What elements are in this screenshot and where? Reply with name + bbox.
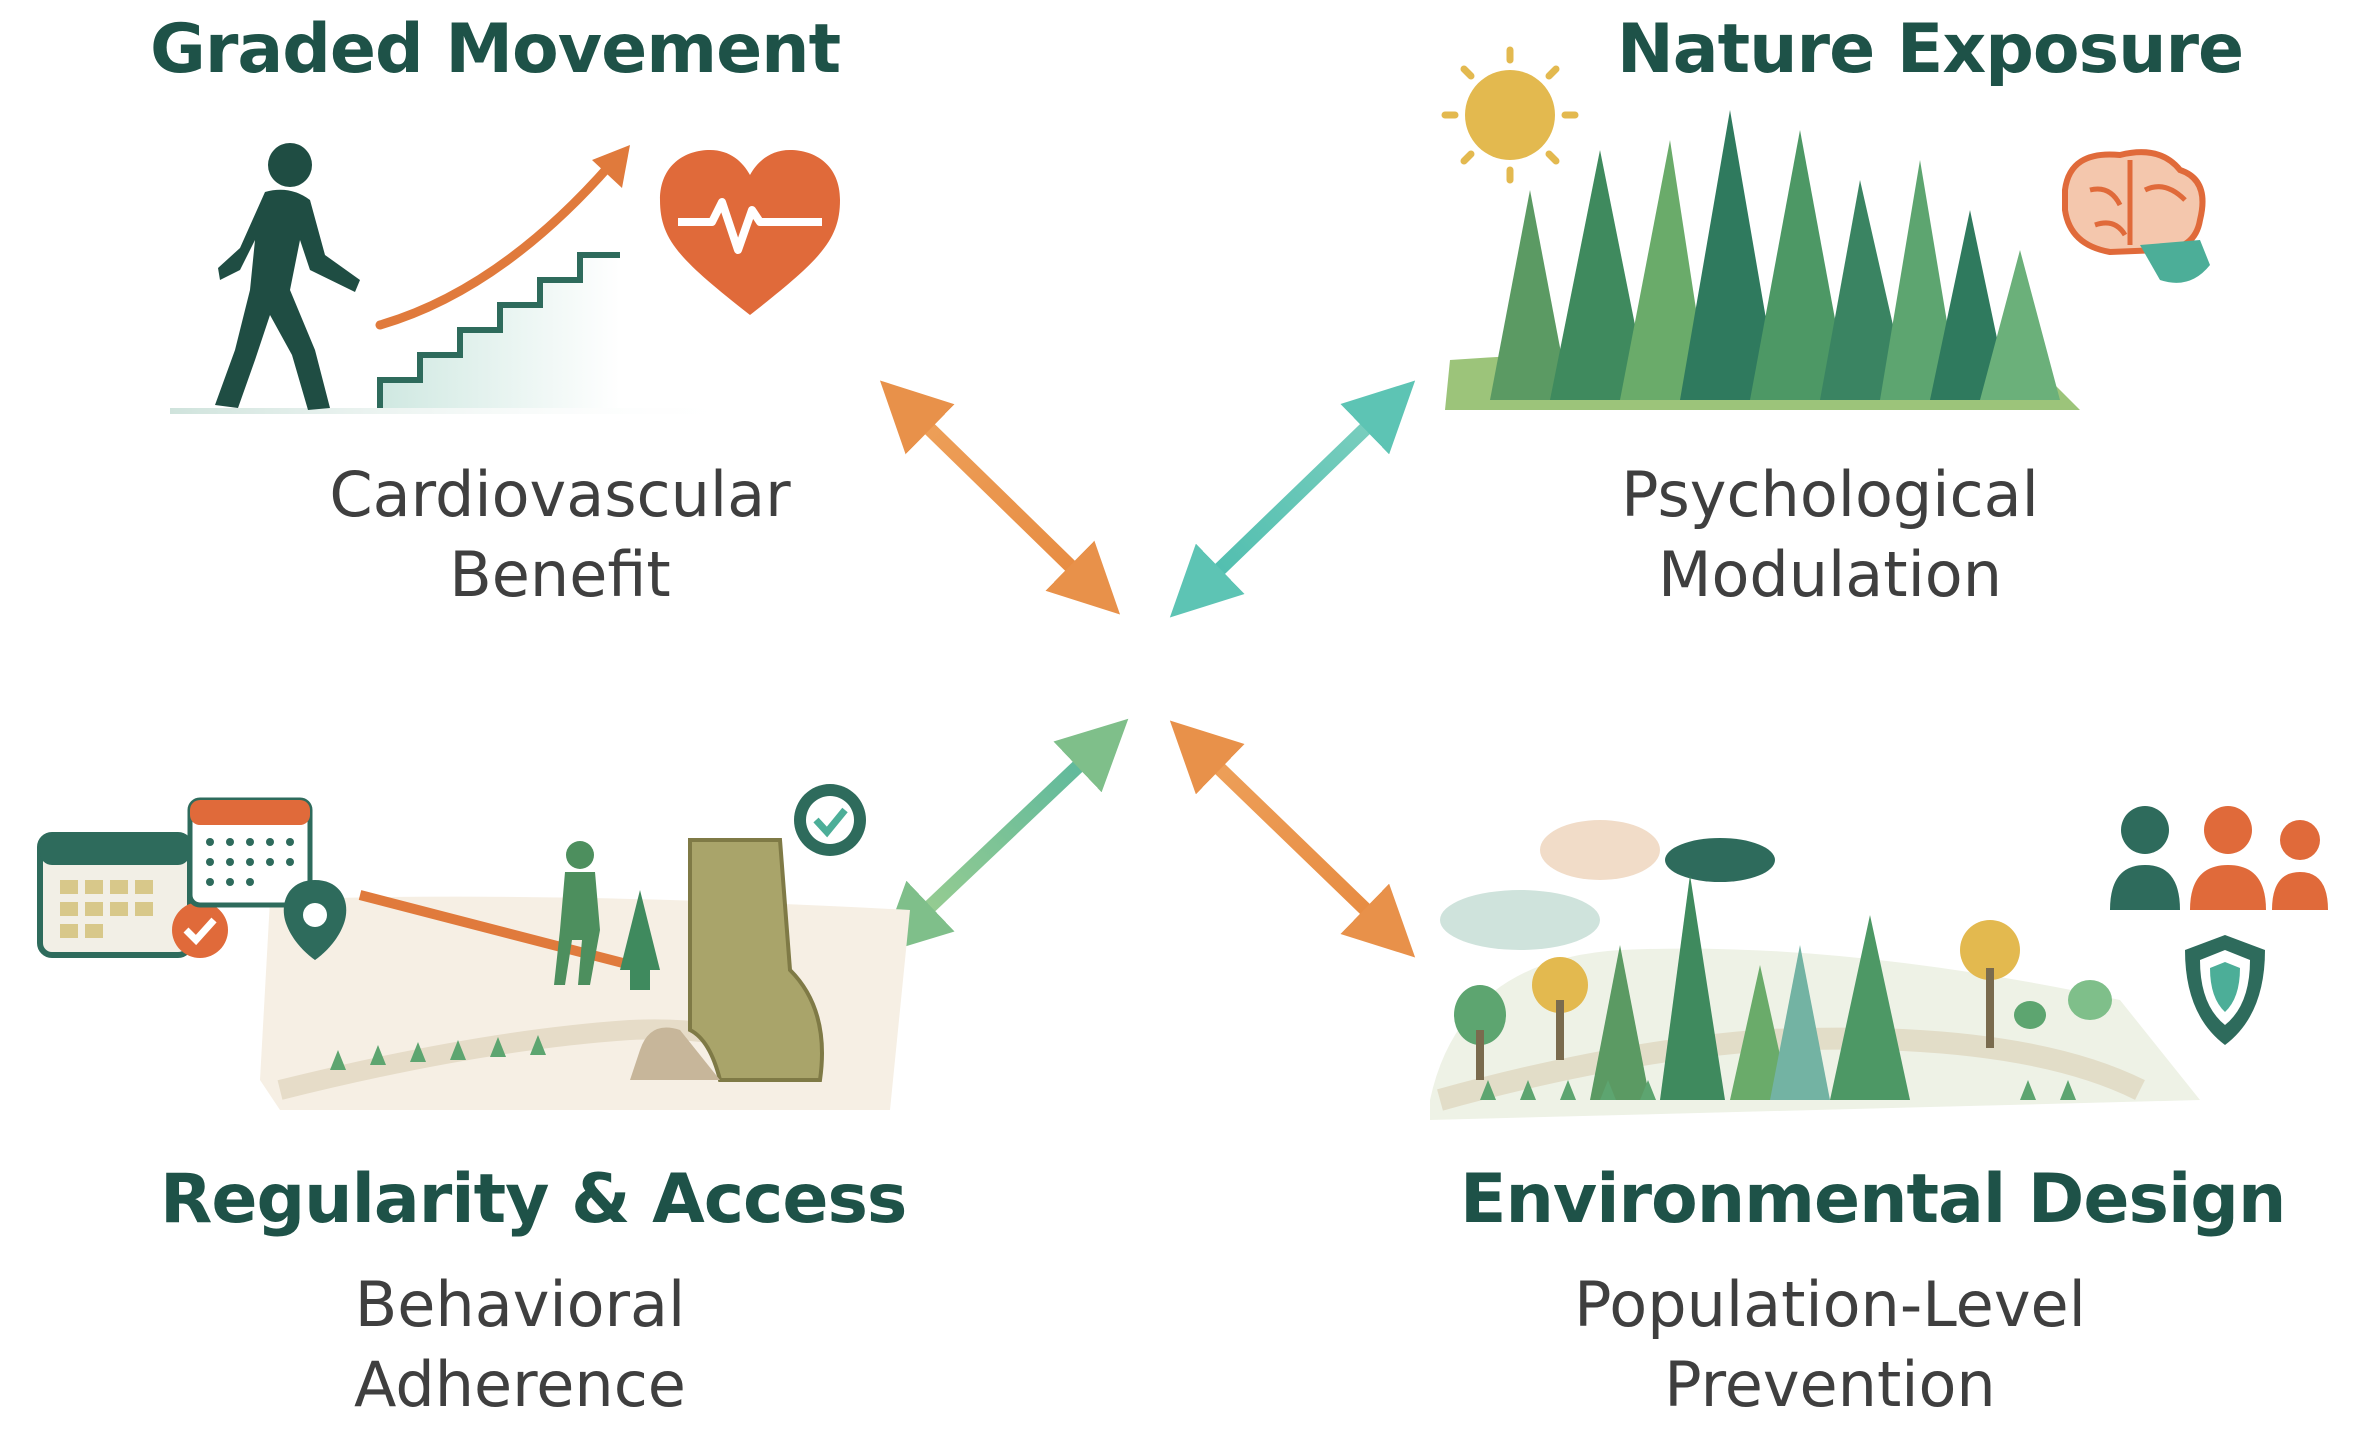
arrow-environmental-design [1169,720,1416,958]
park-landscape-icon [1454,875,2112,1100]
node-outcome-regularity-access: Behavioral Adherence [220,1265,820,1425]
outcome-line-1: Population-Level [1574,1268,2086,1341]
node-outcome-environmental-design: Population-Level Prevention [1520,1265,2140,1425]
node-outcome-graded-movement: Cardiovascular Benefit [260,455,860,615]
arrow-graded-movement [879,380,1121,615]
graded-movement-illustration [170,143,840,414]
forest-icon [1490,110,2060,400]
node-title-graded-movement: Graded Movement [150,10,841,89]
sun-icon [1441,46,1579,184]
location-pin-icon [283,880,347,960]
outcome-line-1: Psychological [1621,458,2039,531]
nature-exposure-illustration [1441,46,2210,410]
arrow-regularity-access [879,718,1129,955]
outcome-line-1: Behavioral [354,1268,686,1341]
upward-arrow-icon [375,145,630,330]
outcome-line-2: Adherence [354,1348,686,1421]
arrow-nature-exposure [1169,380,1416,618]
stairs-icon [377,252,620,408]
cloud-icon [1440,820,1775,950]
people-group-icon [2110,806,2328,910]
calendar-icon [37,832,228,958]
node-title-nature-exposure: Nature Exposure [1616,10,2244,89]
outcome-line-1: Cardiovascular [329,458,791,531]
regularity-access-illustration [37,784,910,1110]
environmental-design-illustration [1430,806,2328,1120]
calendar-icon [187,797,313,908]
shield-icon [2185,935,2265,1045]
outcome-line-2: Benefit [449,538,671,611]
boot-icon [630,838,824,1082]
brain-icon [2062,149,2210,283]
node-outcome-nature-exposure: Psychological Modulation [1530,455,2130,615]
check-badge-icon [794,784,866,856]
node-title-environmental-design: Environmental Design [1460,1160,2286,1239]
heart-pulse-icon [660,150,840,315]
outcome-line-2: Prevention [1664,1348,1996,1421]
walking-person-icon [215,143,360,410]
node-title-regularity-access: Regularity & Access [160,1160,907,1239]
hiker-icon [554,841,660,990]
outcome-line-2: Modulation [1657,538,2003,611]
